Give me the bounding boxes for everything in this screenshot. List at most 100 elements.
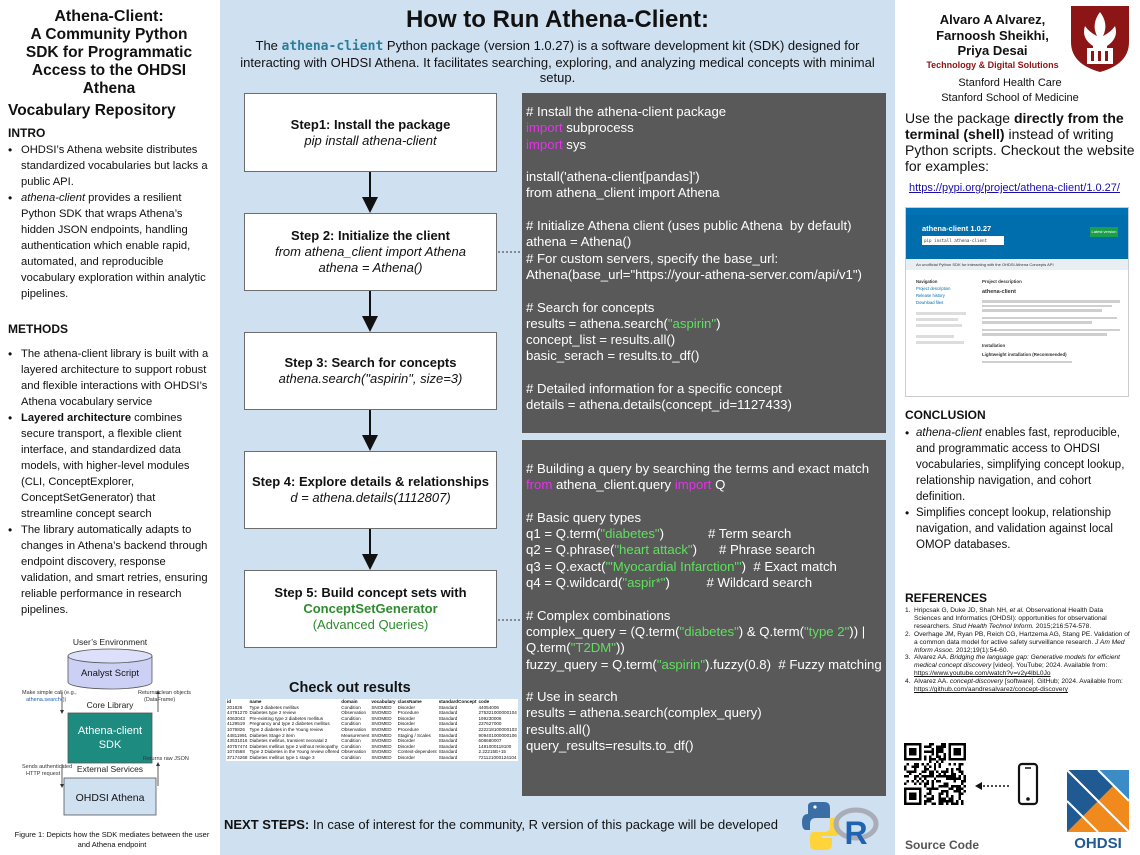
- methods-heading: METHODS: [8, 322, 68, 336]
- intro-heading: INTRO: [8, 126, 46, 140]
- methods-bullet-3: The library automatically adapts to chan…: [8, 522, 210, 618]
- pypi-nav-project-description[interactable]: Project description: [916, 286, 951, 291]
- table-cell: SNOMED: [371, 738, 392, 744]
- fig-ext-label: External Services: [77, 764, 143, 774]
- ref-4-title: concept-discovery: [949, 678, 1004, 686]
- qr-code-icon[interactable]: [904, 743, 966, 805]
- next-steps: NEXT STEPS: In case of interest for the …: [224, 817, 778, 832]
- stanford-seal-icon: [1071, 6, 1129, 72]
- fig-return-label-2: (DataFrame): [144, 697, 175, 703]
- pypi-lightweight-heading: Lightweight installation (Recommended): [982, 351, 1067, 357]
- pypi-nav-release-history[interactable]: Release history: [916, 293, 945, 298]
- analyst-script-cylinder: [67, 648, 153, 690]
- code-panel-2: # Building a query by searching the term…: [522, 440, 886, 796]
- pypi-nav-download-files[interactable]: Download files: [916, 300, 944, 305]
- ref-3-link[interactable]: https://www.youtube.com/watch?v=v2y4lbL0…: [914, 670, 1051, 678]
- conclusion-2-text: Simplifies concept lookup, relationship …: [916, 507, 1113, 551]
- table-cell: SNOMED: [371, 743, 392, 749]
- table-cell: Standard: [438, 726, 458, 732]
- code2-results-all-line: results.all(): [526, 721, 591, 737]
- module-query: athena_client.query: [552, 477, 675, 493]
- table-cell: SNOMED: [371, 704, 392, 710]
- complex-string-2: "type 2": [804, 623, 850, 639]
- source-code-label: Source Code: [905, 838, 980, 852]
- table-cell: Type 2 Diabetes in the Young review offe…: [249, 749, 340, 755]
- ref-4-b: [software]. GitHub; 2024. Available from…: [1003, 678, 1123, 686]
- reference-3: 3.Alvarez AA. Bridging the language gap:…: [905, 654, 1130, 678]
- complex-end: )): [615, 640, 625, 656]
- intro-bullet-1: OHDSI’s Athena website distributes stand…: [8, 142, 210, 190]
- table-cell: Condition: [341, 738, 361, 744]
- table-cell: 37174268: [227, 754, 248, 760]
- complex-pre: complex_query = (Q.term(: [526, 623, 680, 639]
- author-1: Alvaro A Alvarez,: [939, 12, 1046, 27]
- step-4-code: d = athena.details(1112807): [290, 490, 451, 505]
- q4-post: ) # Wildcard search: [665, 575, 813, 591]
- pypi-project-description-heading: Project description: [982, 279, 1022, 284]
- table-cell: 4129519: [227, 721, 245, 727]
- code1-custom-line: Athena(base_url="https://your-athena-ser…: [526, 266, 862, 282]
- table-cell: Diabetes mellitus, transient neonatal 2: [249, 738, 328, 744]
- q3-post: ) # Exact match: [741, 558, 837, 574]
- fig-return-label-1: Returns clean objects: [138, 690, 191, 696]
- python-r-logo: R: [802, 802, 879, 851]
- keyword-from: from: [526, 477, 553, 493]
- r-letter: R: [844, 815, 867, 851]
- pypi-latest-badge: Latest version: [1090, 227, 1118, 237]
- pypi-install-command: pip install athena-client: [922, 236, 1004, 245]
- table-cell: SNOMED: [371, 754, 392, 760]
- code2-results-line: results = athena.search(complex_query): [526, 705, 762, 721]
- code1-comment-install: # Install the athena-client package: [526, 104, 727, 119]
- conclusion-list: athena-client enables fast, reproducible…: [905, 425, 1135, 553]
- code1-import-subprocess: import subprocess: [526, 120, 882, 136]
- table-cell: 40757474: [227, 743, 248, 749]
- ref-4-number: 4.: [905, 678, 911, 686]
- phone-icon: [1017, 762, 1039, 806]
- step-2-code-2: athena = Athena(): [318, 260, 423, 275]
- code1-athena-line: athena = Athena(): [526, 234, 632, 250]
- table-cell: Disorder: [397, 715, 415, 721]
- pypi-link[interactable]: https://pypi.org/project/athena-client/1…: [909, 182, 1120, 194]
- ref-1-b: Observational Health Data Sciences and I…: [914, 607, 1107, 630]
- pypi-header: athena-client 1.0.27 pip install athena-…: [906, 215, 1128, 259]
- ref-4-link[interactable]: https://github.com/aandresalvarez/concep…: [914, 686, 1068, 694]
- table-cell: 44811991: [227, 732, 248, 738]
- table-header-standardConcept: standardConcept: [438, 699, 477, 704]
- pypi-nav-heading: Navigation: [916, 279, 938, 284]
- step-5-box: Step 5: Build concept sets with ConceptS…: [244, 570, 497, 648]
- fig-http-label-2: HTTP request: [26, 771, 61, 777]
- table-cell: Observation: [341, 726, 367, 732]
- complex-string-3: "T2DM": [570, 640, 616, 656]
- fig-call-label-2: athena.search()): [26, 697, 67, 703]
- intro-bullet-2: athena-client provides a resilient Pytho…: [8, 190, 210, 302]
- right-column: Alvaro A Alvarez, Farnoosh Sheikhi, Priy…: [895, 0, 1140, 855]
- table-cell: 4063043: [227, 715, 245, 721]
- results-pre: results = athena.search(: [526, 315, 668, 331]
- code1-basic-search-line: basic_serach = results.to_df(): [526, 348, 700, 364]
- code1-comment-details: # Detailed information for a specific co…: [526, 381, 782, 397]
- reference-4: 4.Alvarez AA. concept-discovery [softwar…: [905, 678, 1130, 694]
- code2-q1-line: q1 = Q.term("diabetes") # Term search: [526, 526, 882, 542]
- ref-2-journal: J Am Med Inform Assoc.: [914, 638, 1125, 654]
- methods-bullet-1-text: The athena-client library is built with …: [21, 348, 209, 408]
- table-cell: Diabetes mellitus type 2 without retinop…: [249, 743, 339, 749]
- code1-import-sys: import sys: [526, 137, 882, 153]
- table-cell: Disorder: [397, 704, 415, 710]
- affiliation-2: Stanford School of Medicine: [941, 92, 1079, 104]
- ref-3-b: [video]. YouTube; 2024. Available from:: [991, 662, 1108, 670]
- next-steps-label: NEXT STEPS:: [224, 817, 310, 832]
- code2-comment-complex: # Complex combinations: [526, 607, 671, 623]
- ref-1-ital: et al.: [1009, 607, 1024, 614]
- results-title: Check out results: [289, 680, 411, 696]
- conclusion-heading: CONCLUSION: [905, 408, 986, 422]
- table-cell: SNOMED: [371, 715, 392, 721]
- r-icon: R: [833, 807, 879, 851]
- table-header-code: code: [478, 699, 490, 704]
- references-list: 1.Hripcsak G, Duke JD, Shah NH, et al. O…: [905, 607, 1130, 694]
